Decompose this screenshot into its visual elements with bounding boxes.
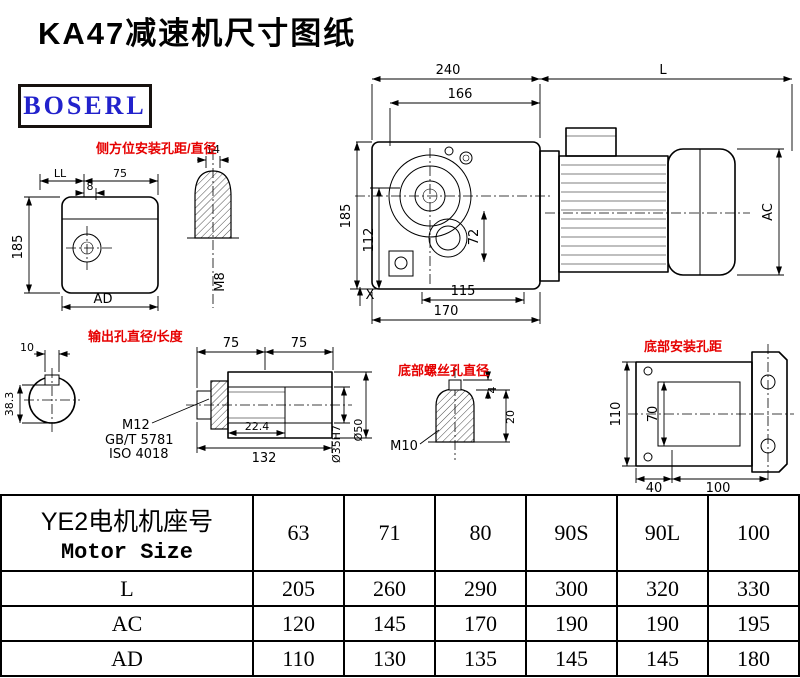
thread-label-m10: M10 — [390, 439, 418, 454]
row-label-ad: AD — [0, 640, 254, 677]
dim-10: 10 — [20, 341, 34, 354]
dim-od-50: Ø50 — [352, 419, 365, 442]
std-iso4018: ISO 4018 — [109, 447, 169, 462]
cell-l-71: 260 — [343, 570, 436, 607]
dim-112: 112 — [362, 228, 377, 253]
dim-38-3: 38.3 — [3, 392, 16, 417]
shaft-end-view: 10 38.3 — [3, 341, 80, 432]
motor-size-table: YE2电机机座号 Motor Size 63 71 80 90S 90L 100… — [0, 494, 800, 677]
motor-size-header-en: Motor Size — [60, 539, 194, 565]
table-row-ac: AC 120 145 170 190 190 195 — [0, 605, 800, 642]
size-col-90s: 90S — [525, 494, 618, 572]
annotation-bottom-mount: 底部安装孔距 — [644, 339, 723, 354]
annotation-side-mount: 侧方位安装孔距/直径 — [96, 141, 217, 156]
dim-40: 40 — [646, 481, 663, 494]
row-label-l: L — [0, 570, 254, 607]
dim-166: 166 — [448, 87, 473, 102]
dim-115: 115 — [451, 284, 476, 299]
dim-100: 100 — [706, 481, 731, 494]
cell-ac-80: 170 — [434, 605, 527, 642]
size-col-71: 71 — [343, 494, 436, 572]
dim-110: 110 — [609, 402, 624, 427]
technical-drawing: 240 L 166 185 112 72 X 115 170 — [3, 63, 794, 494]
dim-185-main: 185 — [339, 204, 354, 229]
size-col-90l: 90L — [616, 494, 709, 572]
dim-8: 8 — [87, 180, 94, 193]
dim-14: 14 — [206, 143, 220, 156]
cell-ac-100: 195 — [707, 605, 800, 642]
size-col-100: 100 — [707, 494, 800, 572]
cell-ad-90s: 145 — [525, 640, 618, 677]
size-col-63: 63 — [252, 494, 345, 572]
cell-ad-63: 110 — [252, 640, 345, 677]
cell-ac-90s: 190 — [525, 605, 618, 642]
cell-l-63: 205 — [252, 570, 345, 607]
dim-170: 170 — [434, 304, 459, 319]
dim-ll: LL — [54, 167, 67, 180]
cell-ad-71: 130 — [343, 640, 436, 677]
cell-ac-90l: 190 — [616, 605, 709, 642]
dim-20: 20 — [504, 410, 517, 424]
cell-ad-100: 180 — [707, 640, 800, 677]
row-label-ac: AC — [0, 605, 254, 642]
std-gb5781: GB/T 5781 — [105, 433, 174, 448]
annotation-output-hole: 输出孔直径/长度 — [88, 329, 183, 344]
cell-ad-80: 135 — [434, 640, 527, 677]
dim-70: 70 — [646, 406, 661, 423]
dim-75-shaft-1: 75 — [223, 336, 240, 351]
motor-size-header-cn: YE2电机机座号 — [40, 507, 214, 536]
bottom-hole-detail: 4 20 M10 — [390, 368, 517, 460]
main-assembly-view: 240 L 166 185 112 72 X 115 170 — [339, 63, 793, 324]
side-hole-detail: 14 M8 — [187, 143, 239, 308]
page-title: KA47减速机尺寸图纸 — [38, 16, 357, 51]
bottom-mounting-view: 110 70 40 100 — [609, 344, 794, 494]
cell-l-90l: 320 — [616, 570, 709, 607]
dim-bore-35h7: Ø35H7 — [330, 425, 343, 463]
thread-label-m12: M12 — [122, 418, 150, 433]
table-header-row: YE2电机机座号 Motor Size 63 71 80 90S 90L 100 — [0, 494, 800, 572]
dim-240: 240 — [436, 63, 461, 78]
cell-l-80: 290 — [434, 570, 527, 607]
annotation-bottom-screw: 底部螺丝孔直径 — [398, 363, 490, 378]
cell-l-90s: 300 — [525, 570, 618, 607]
table-row-l: L 205 260 290 300 320 330 — [0, 570, 800, 607]
motor-size-header: YE2电机机座号 Motor Size — [0, 494, 254, 572]
thread-label-m8: M8 — [213, 272, 228, 292]
cell-ac-71: 145 — [343, 605, 436, 642]
shaft-section-view: 75 75 22.4 132 M12 GB/T 5781 ISO 4018 Ø3… — [105, 336, 372, 466]
cell-l-100: 330 — [707, 570, 800, 607]
boserl-logo: BOSERL — [18, 84, 152, 128]
table-row-ad: AD 110 130 135 145 145 180 — [0, 640, 800, 677]
dim-l: L — [659, 63, 667, 78]
dim-ac: AC — [761, 203, 776, 221]
end-view: LL 75 8 185 AD — [11, 167, 159, 311]
cell-ad-90l: 145 — [616, 640, 709, 677]
dim-72: 72 — [467, 229, 482, 246]
dim-132: 132 — [252, 451, 277, 466]
dim-185-end: 185 — [11, 235, 26, 260]
dim-75-end: 75 — [113, 167, 127, 180]
size-col-80: 80 — [434, 494, 527, 572]
cell-ac-63: 120 — [252, 605, 345, 642]
x-marker: X — [366, 288, 375, 303]
dim-ad: AD — [94, 292, 113, 307]
dim-75-shaft-2: 75 — [291, 336, 308, 351]
dim-22-4: 22.4 — [245, 420, 270, 433]
